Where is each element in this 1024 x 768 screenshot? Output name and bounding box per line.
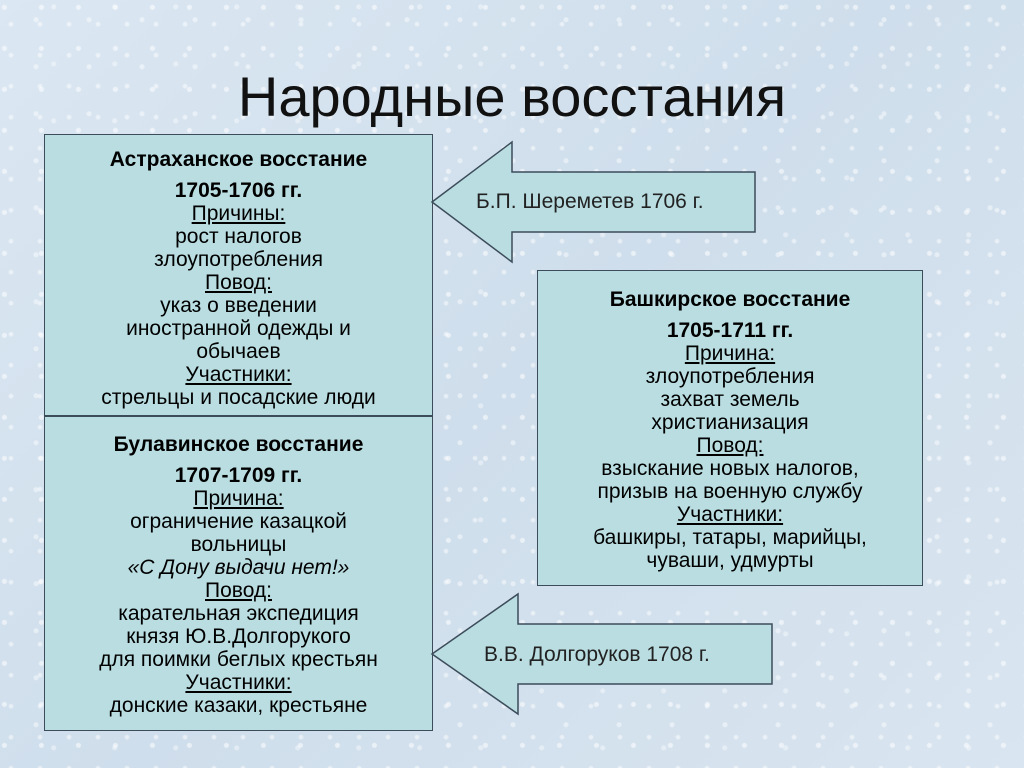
left-arrow-icon [430, 592, 773, 716]
bashkir-name: Башкирское восстание [609, 288, 851, 311]
astrakhan-pretext-line: иностранной одежды и [126, 317, 351, 340]
bulavin-years: 1707-1709 гг. [174, 464, 303, 487]
astrakhan-causes-label: Причины: [191, 202, 286, 225]
bashkir-uprising-box: Башкирское восстание 1705-1711 гг. Причи… [537, 270, 923, 586]
bulavin-pretext-line: карательная экспедиция [118, 602, 359, 625]
bashkir-pretext-line: призыв на военную службу [597, 480, 863, 503]
astrakhan-cause: рост налогов [175, 225, 302, 248]
dolgorukov-label: В.В. Долгоруков 1708 г. [484, 643, 710, 666]
bashkir-cause: захват земель [660, 388, 800, 411]
astrakhan-name: Астраханское восстание [109, 148, 368, 171]
bulavin-name: Булавинское восстание [113, 433, 364, 456]
bashkir-pretext-line: взыскание новых налогов, [601, 457, 859, 480]
astrakhan-pretext-label: Повод: [205, 271, 272, 294]
bulavin-participants-label: Участники: [185, 671, 292, 694]
left-arrow-icon [430, 140, 756, 264]
dolgorukov-arrow: В.В. Долгоруков 1708 г. [430, 592, 773, 716]
bashkir-cause: злоупотребления [645, 365, 815, 388]
sheremetev-label: Б.П. Шереметев 1706 г. [476, 190, 704, 213]
bashkir-participants-label: Участники: [676, 503, 784, 526]
astrakhan-uprising-box: Астраханское восстание 1705-1706 гг. При… [44, 134, 433, 416]
astrakhan-cause: злоупотребления [154, 248, 323, 271]
bashkir-pretext-label: Повод: [696, 434, 764, 457]
bulavin-slogan: «С Дону выдачи нет!» [127, 556, 350, 579]
bashkir-participants: чуваши, удмурты [646, 549, 814, 572]
bashkir-participants: башкиры, татары, марийцы, [593, 526, 867, 549]
bulavin-uprising-box: Булавинское восстание 1707-1709 гг. Прич… [44, 416, 433, 731]
bulavin-cause: вольницы [190, 533, 287, 556]
bashkir-cause: христианизация [651, 411, 809, 434]
bashkir-causes-label: Причина: [684, 342, 776, 365]
sheremetev-arrow: Б.П. Шереметев 1706 г. [430, 140, 756, 264]
page-title: Народные восстания [237, 65, 787, 128]
bulavin-causes-label: Причина: [193, 487, 284, 510]
bulavin-pretext-line: для поимки беглых крестьян [99, 648, 378, 671]
bulavin-pretext-label: Повод: [205, 579, 272, 602]
astrakhan-years: 1705-1706 гг. [174, 179, 303, 202]
bulavin-participants: донские казаки, крестьяне [109, 694, 368, 717]
astrakhan-pretext-line: указ о введении [160, 294, 317, 317]
astrakhan-pretext-line: обычаев [196, 340, 281, 363]
bulavin-cause: ограничение казацкой [130, 510, 347, 533]
astrakhan-participants: стрельцы и посадские люди [101, 386, 376, 409]
astrakhan-participants-label: Участники: [185, 363, 292, 386]
bashkir-years: 1705-1711 гг. [666, 319, 794, 342]
bulavin-pretext-line: князя Ю.В.Долгорукого [126, 625, 351, 648]
